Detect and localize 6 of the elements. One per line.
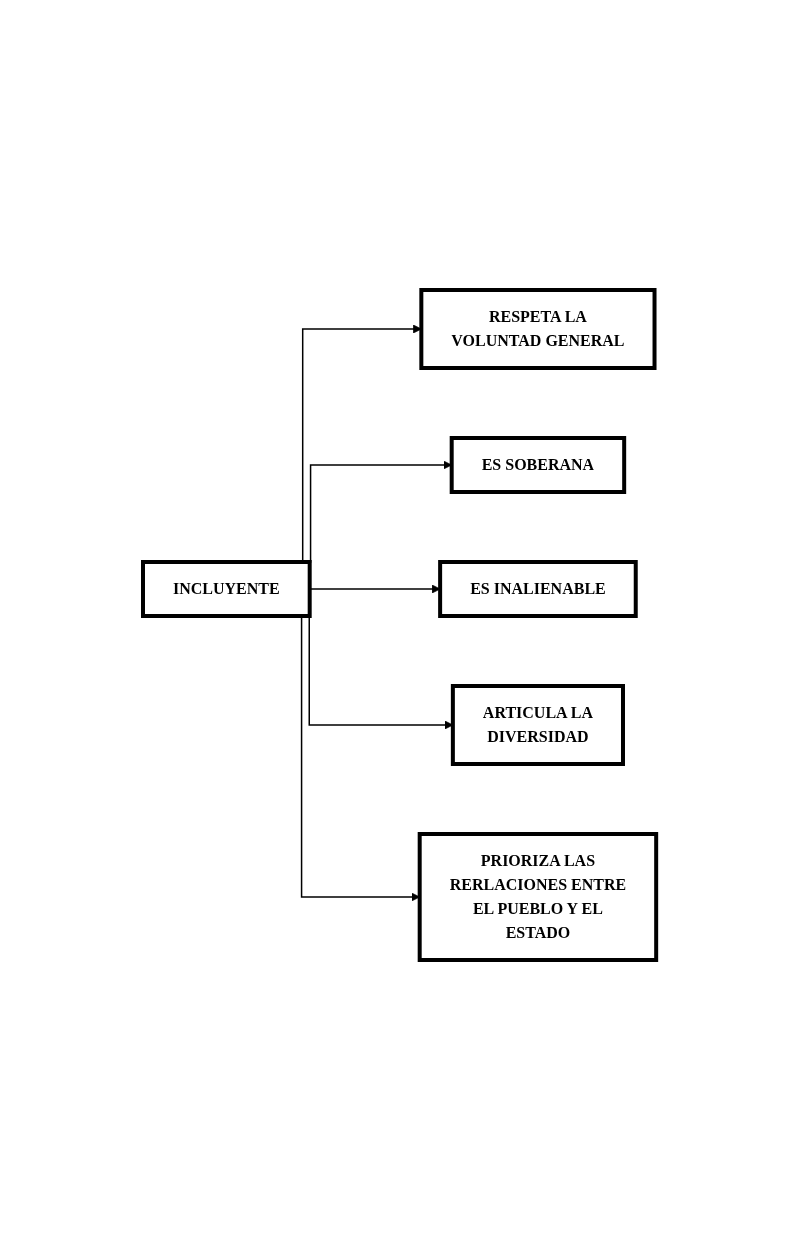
node-box: ARTICULA LA DIVERSIDAD [451,684,626,766]
node-box: PRIORIZA LAS RERLACIONES ENTRE EL PUEBLO Y EL ESTADO [418,832,659,962]
node-box: INCLUYENTE [141,560,313,618]
node-box: RESPETA LA VOLUNTAD GENERAL [419,288,657,370]
node-box: ES SOBERANA [450,436,627,494]
node-box: ES INALIENABLE [438,560,639,618]
